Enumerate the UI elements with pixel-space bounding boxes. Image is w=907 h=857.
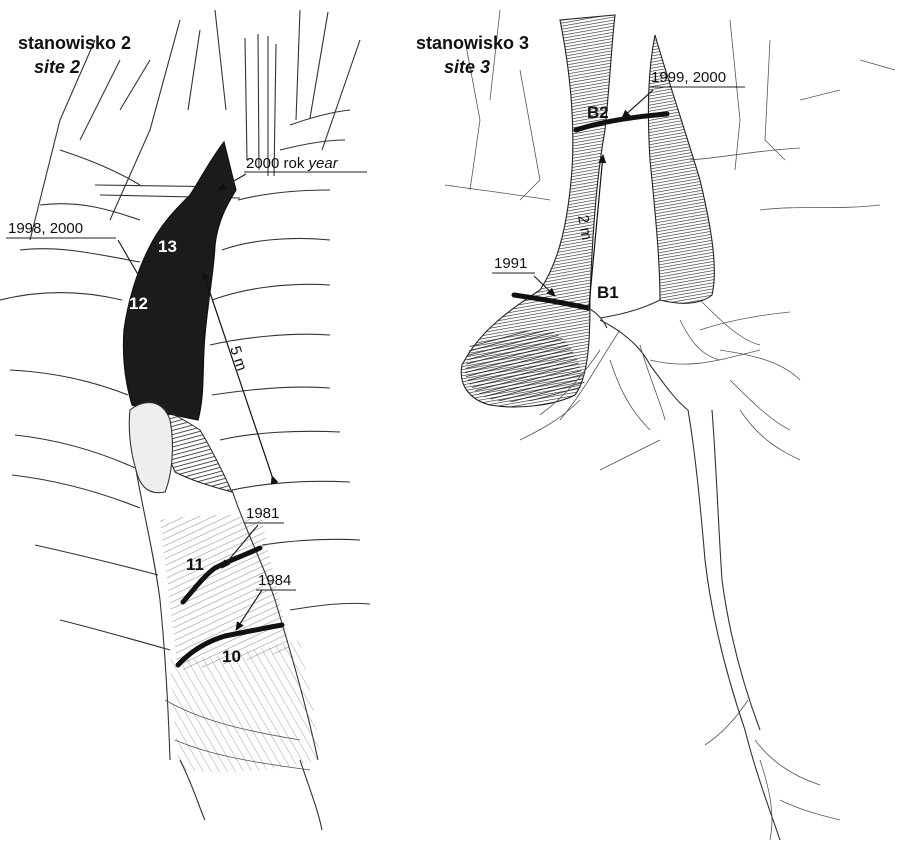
site2-marker-11: 11 [186, 555, 204, 574]
svg-text:2000 rok year: 2000 rok year [246, 155, 339, 172]
site2-distance-arrow [203, 272, 272, 476]
site2-label-1981: 1981 [244, 505, 284, 523]
site3-subtitle: site 3 [444, 57, 490, 77]
site2-label-1984: 1984 [256, 572, 296, 590]
site2-label-1998-text: 1998, 2000 [8, 220, 83, 237]
site3-marker-b1: B1 [597, 283, 619, 302]
site3-label-1991-text: 1991 [494, 255, 527, 272]
site2-distance-label: 5 m [226, 344, 250, 373]
site3-title: stanowisko 3 [416, 33, 529, 53]
site2-label-1998: 1998, 2000 [6, 220, 116, 238]
site2-label-1981-text: 1981 [246, 505, 279, 522]
site3-drawing [445, 10, 895, 840]
site2-marker-12: 12 [129, 294, 148, 313]
site3-marker-b2: B2 [587, 103, 609, 122]
site3-label-1991: 1991 [492, 255, 535, 273]
site2-label-2000: 2000 rok year [244, 155, 367, 172]
site2-marker-13: 13 [158, 237, 177, 256]
site3-label-1999-text: 1999, 2000 [651, 69, 726, 86]
site2-subtitle: site 2 [34, 57, 80, 77]
site2-label-1984-text: 1984 [258, 572, 291, 589]
site2-marker-10: 10 [222, 647, 241, 666]
site2-label-2000-en: year [308, 155, 339, 172]
site2-drawing [0, 10, 370, 830]
site2-title: stanowisko 2 [18, 33, 131, 53]
site2-label-2000-text: 2000 rok [246, 155, 305, 172]
site3-label-1999: 1999, 2000 [649, 69, 745, 87]
site2-dark-shaft [123, 142, 236, 420]
